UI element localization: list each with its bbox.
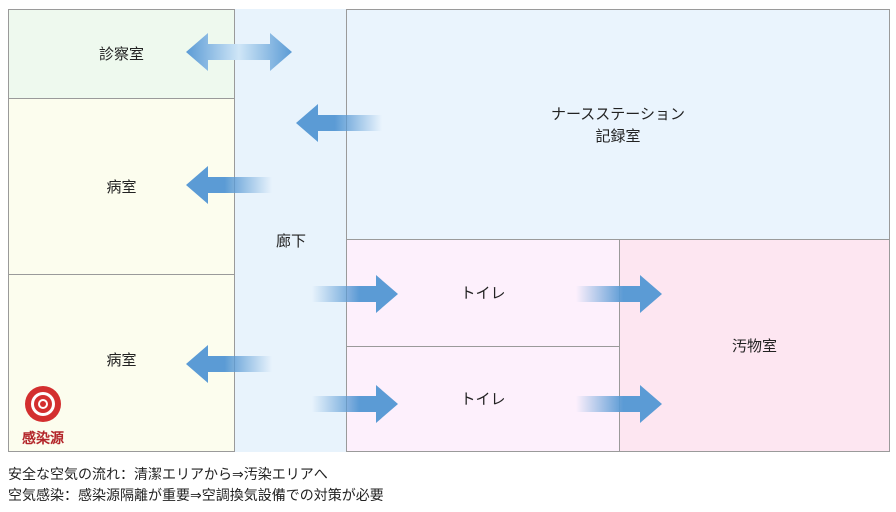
note-line-1: 安全な空気の流れ：清潔エリアから⇒汚染エリアへ	[8, 467, 328, 483]
airflow-arrow-toilet2-out	[576, 385, 662, 423]
toilet-1-label: トイレ	[460, 284, 506, 302]
ward-room-2-label: 病室	[106, 351, 137, 369]
airflow-arrow-exam	[186, 33, 292, 71]
corridor-label: 廊下	[275, 232, 306, 250]
airflow-arrow-toilet1-out	[576, 275, 662, 313]
corridor	[235, 9, 347, 452]
airflow-arrow-ward1	[186, 166, 272, 204]
dirty-utility-label: 汚物室	[731, 336, 777, 355]
toilet-2-label: トイレ	[460, 390, 506, 408]
ward-room-1-label: 病室	[106, 177, 137, 196]
nurse-station-room: ナースステーション 記録室	[346, 9, 890, 240]
nurse-station-label: ナースステーション	[551, 104, 685, 123]
infection-source-label: 感染源	[22, 431, 64, 447]
airflow-arrow-ward2	[186, 345, 272, 383]
airflow-arrow-toilet1-in	[312, 275, 398, 313]
exam-room-label: 診察室	[98, 45, 144, 63]
dirty-utility-room: 汚物室	[619, 239, 890, 452]
note-line-2: 空気感染：感染源隔離が重要⇒空調換気設備での対策が必要	[8, 488, 384, 504]
airflow-arrow-toilet2-in	[312, 385, 398, 423]
notes: 安全な空気の流れ：清潔エリアから⇒汚染エリアへ 空気感染：感染源隔離が重要⇒空調…	[8, 465, 384, 507]
airflow-arrow-nurse	[296, 104, 382, 142]
infection-source-icon	[25, 386, 61, 422]
record-room-label: 記録室	[595, 126, 641, 145]
